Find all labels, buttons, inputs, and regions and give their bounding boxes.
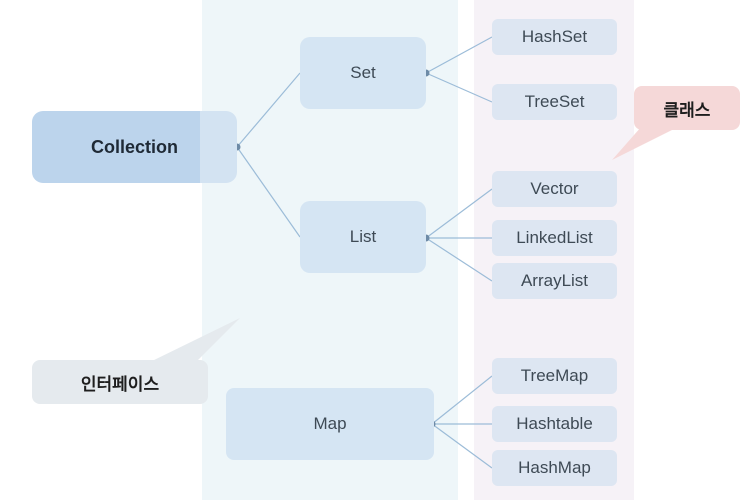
interface-callout-pointer: [150, 318, 240, 362]
list-to-vector-connector: [425, 188, 493, 239]
hashset-label: HashSet: [521, 27, 588, 46]
arraylist-class-node: ArrayList: [492, 263, 617, 299]
collection-to-set-connector: [236, 72, 301, 148]
list-label: List: [349, 227, 377, 246]
collection-label: Collection: [90, 136, 178, 157]
map-node: Map: [226, 388, 434, 460]
treemap-label: TreeMap: [520, 366, 589, 385]
treeset-class-node: TreeSet: [492, 84, 617, 120]
list-node: List: [300, 201, 426, 273]
hashtable-label: Hashtable: [516, 414, 593, 433]
collection-to-list-connector: [236, 146, 301, 238]
treeset-label: TreeSet: [524, 92, 585, 111]
linkedlist-class-node: LinkedList: [492, 220, 617, 256]
map-to-treemap-connector: [431, 375, 493, 425]
hashset-class-node: HashSet: [492, 19, 617, 55]
list-to-arraylist-connector: [425, 237, 493, 282]
interface-callout-label: 인터페이스: [80, 374, 160, 394]
treemap-class-node: TreeMap: [492, 358, 617, 394]
set-label: Set: [350, 63, 376, 82]
hashmap-label: HashMap: [518, 458, 591, 477]
hashtable-class-node: Hashtable: [492, 406, 617, 442]
hashmap-class-node: HashMap: [492, 450, 617, 486]
set-to-treeset-connector: [425, 72, 493, 103]
vector-class-node: Vector: [492, 171, 617, 207]
collection-node: Collection: [32, 111, 237, 183]
map-to-hashmap-connector: [431, 423, 493, 469]
set-to-hashset-connector: [425, 36, 493, 74]
vector-label: Vector: [530, 179, 579, 198]
class-callout-label: 클래스: [663, 100, 711, 120]
set-node: Set: [300, 37, 426, 109]
interface-callout: 인터페이스: [32, 360, 208, 404]
linkedlist-label: LinkedList: [516, 228, 593, 247]
class-callout-pointer: [612, 126, 680, 160]
map-label: Map: [313, 414, 347, 433]
class-callout: 클래스: [634, 86, 740, 130]
arraylist-label: ArrayList: [520, 271, 589, 290]
